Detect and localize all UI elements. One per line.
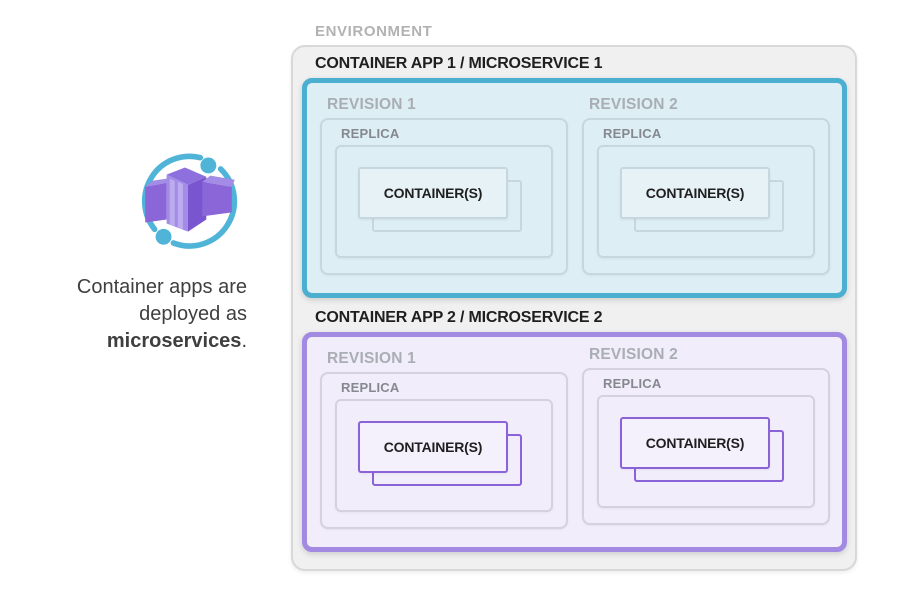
left-container-face (145, 182, 167, 223)
container-box-front: CONTAINER(S) (620, 417, 770, 469)
revision-label: REVISION 1 (327, 96, 416, 113)
cube-door-stripe (169, 178, 175, 227)
cube-door-stripe (177, 181, 183, 230)
caption-bold-word: microservices (106, 330, 242, 352)
replica-inner-box: CONTAINER(S) (335, 145, 553, 258)
container-label: CONTAINER(S) (383, 185, 483, 201)
replica-box: REPLICA CONTAINER(S) (582, 118, 830, 275)
revision-label: REVISION 2 (589, 346, 678, 363)
replica-label: REPLICA (341, 380, 400, 395)
container-app-1-box: REVISION 1 REPLICA CONTAINER(S) REVISION… (302, 78, 847, 298)
container-box-front: CONTAINER(S) (358, 167, 508, 219)
right-container-top (202, 175, 235, 187)
replica-label: REPLICA (603, 126, 662, 141)
replica-inner-box: CONTAINER(S) (335, 399, 553, 512)
app2-revision-1: REVISION 1 REPLICA CONTAINER(S) (320, 337, 570, 547)
replica-box: REPLICA CONTAINER(S) (320, 372, 568, 529)
container-label: CONTAINER(S) (383, 439, 483, 455)
container-apps-icon (133, 138, 245, 250)
orbit-dot (200, 157, 217, 174)
container-label: CONTAINER(S) (645, 185, 745, 201)
replica-label: REPLICA (341, 126, 400, 141)
orbit-dot (155, 228, 172, 245)
app2-revision-2: REVISION 2 REPLICA CONTAINER(S) (582, 333, 832, 543)
environment-label: ENVIRONMENT (315, 23, 433, 40)
revision-label: REVISION 2 (589, 96, 678, 113)
container-app-1-title: CONTAINER APP 1 / MICROSERVICE 1 (315, 55, 603, 72)
container-apps-icon-svg (141, 153, 238, 249)
replica-box: REPLICA CONTAINER(S) (582, 368, 830, 525)
caption-suffix: . (241, 330, 247, 352)
app1-revision-1: REVISION 1 REPLICA CONTAINER(S) (320, 83, 570, 293)
container-app-2-title: CONTAINER APP 2 / MICROSERVICE 2 (315, 309, 603, 326)
container-label: CONTAINER(S) (645, 435, 745, 451)
cube-right-face (187, 176, 207, 232)
caption-line-2: deployed as (139, 303, 247, 325)
replica-inner-box: CONTAINER(S) (597, 395, 815, 508)
revision-label: REVISION 1 (327, 350, 416, 367)
replica-label: REPLICA (603, 376, 662, 391)
container-app-2-box: REVISION 1 REPLICA CONTAINER(S) REVISION… (302, 332, 847, 552)
container-box-front: CONTAINER(S) (358, 421, 508, 473)
right-container-face (202, 181, 232, 217)
left-container-top (145, 177, 173, 187)
cube-top-face (166, 167, 207, 185)
replica-box: REPLICA CONTAINER(S) (320, 118, 568, 275)
replica-inner-box: CONTAINER(S) (597, 145, 815, 258)
caption: Container apps are deployed as microserv… (27, 274, 247, 355)
caption-line-1: Container apps are (76, 276, 247, 298)
container-box-front: CONTAINER(S) (620, 167, 770, 219)
app1-revision-2: REVISION 2 REPLICA CONTAINER(S) (582, 83, 832, 293)
